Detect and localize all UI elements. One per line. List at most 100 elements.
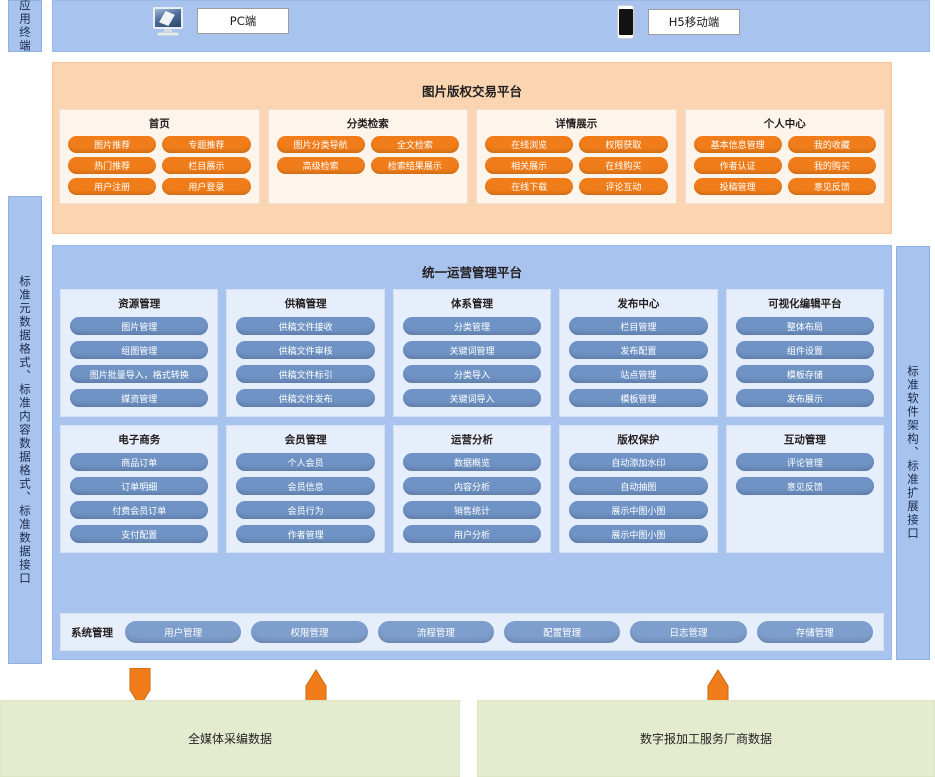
orange-feature-pill[interactable]: 评论互动 [579, 178, 668, 195]
system-management-pill[interactable]: 日志管理 [630, 621, 747, 643]
orange-feature-pill[interactable]: 热门推荐 [68, 157, 157, 174]
blue-feature-pill[interactable]: 供稿文件接收 [236, 317, 375, 335]
blue-feature-pill[interactable]: 供稿文件标引 [236, 365, 375, 383]
orange-feature-pill[interactable]: 基本信息管理 [693, 136, 782, 153]
system-management-items: 用户管理权限管理流程管理配置管理日志管理存储管理 [125, 621, 873, 643]
blue-card: 供稿管理供稿文件接收供稿文件审核供稿文件标引供稿文件发布 [226, 289, 385, 417]
blue-feature-pill[interactable]: 内容分析 [402, 477, 542, 495]
terminal-h5[interactable]: H5移动端 [617, 5, 740, 39]
rail-standards-software: 标准软件架构、标准扩展接口 [896, 246, 930, 660]
blue-card-title: 资源管理 [118, 298, 161, 310]
orange-feature-pill[interactable]: 意见反馈 [787, 178, 876, 195]
blue-card-title: 运营分析 [451, 434, 494, 446]
blue-feature-pill[interactable]: 个人会员 [236, 453, 375, 471]
blue-feature-pill[interactable]: 模板存储 [735, 365, 875, 383]
blue-feature-pill[interactable]: 组件设置 [735, 341, 875, 359]
unified-operation-management-platform: 统一运营管理平台 资源管理图片管理组图管理图片批量导入，格式转换媒资管理供稿管理… [52, 245, 892, 660]
blue-card-title: 可视化编辑平台 [768, 298, 842, 310]
blue-feature-pill[interactable]: 展示中图小图 [569, 501, 708, 519]
orange-feature-pill[interactable]: 检索结果展示 [370, 157, 459, 174]
blue-card-title: 体系管理 [451, 298, 494, 310]
blue-feature-pill[interactable]: 供稿文件发布 [236, 389, 375, 407]
blue-feature-pill[interactable]: 支付配置 [70, 525, 209, 543]
orange-feature-pill[interactable]: 高级检索 [276, 157, 365, 174]
terminal-pc-label: PC端 [197, 8, 289, 34]
blue-feature-pill[interactable]: 整体布局 [735, 317, 875, 335]
terminal-pc[interactable]: PC端 [153, 5, 289, 37]
orange-card-items: 图片分类导航全文检索高级检索检索结果展示 [276, 136, 459, 174]
blue-feature-pill[interactable]: 销售统计 [402, 501, 542, 519]
orange-feature-pill[interactable]: 在线下载 [485, 178, 574, 195]
orange-card-items: 在线浏览权限获取相关展示在线购买在线下载评论互动 [485, 136, 668, 195]
orange-feature-pill[interactable]: 图片推荐 [68, 136, 157, 153]
blue-feature-pill[interactable]: 模板管理 [569, 389, 708, 407]
blue-card: 体系管理分类管理关键词管理分类导入关键词导入 [392, 289, 552, 417]
blue-card-title: 供稿管理 [284, 298, 327, 310]
blue-feature-pill[interactable]: 用户分析 [402, 525, 542, 543]
blue-card-title: 版权保护 [617, 434, 660, 446]
blue-feature-pill[interactable]: 发布展示 [735, 389, 875, 407]
blue-feature-pill[interactable]: 自动抽图 [569, 477, 708, 495]
data-source-media: 全媒体采编数据 [0, 700, 460, 777]
blue-feature-pill[interactable]: 发布配置 [569, 341, 708, 359]
blue-card: 互动管理评论管理意见反馈 [725, 425, 885, 553]
blue-feature-pill[interactable]: 自动添加水印 [569, 453, 708, 471]
system-management-pill[interactable]: 权限管理 [251, 621, 368, 643]
orange-card-items: 图片推荐专题推荐热门推荐栏目展示用户注册用户登录 [68, 136, 251, 195]
blue-feature-pill[interactable]: 供稿文件审核 [236, 341, 375, 359]
data-source-vendor: 数字报加工服务厂商数据 [477, 700, 935, 777]
orange-feature-pill[interactable]: 专题推荐 [162, 136, 251, 153]
system-management-pill[interactable]: 流程管理 [377, 621, 494, 643]
system-management-pill[interactable]: 用户管理 [125, 621, 242, 643]
orange-feature-pill[interactable]: 在线购买 [579, 157, 668, 174]
orange-feature-pill[interactable]: 我的收藏 [787, 136, 876, 153]
system-management-label: 系统管理 [71, 626, 113, 639]
blue-card-row-1: 资源管理图片管理组图管理图片批量导入，格式转换媒资管理供稿管理供稿文件接收供稿文… [53, 281, 891, 417]
blue-feature-pill[interactable]: 栏目管理 [569, 317, 708, 335]
blue-feature-pill[interactable]: 作者管理 [236, 525, 375, 543]
orange-card-items: 基本信息管理我的收藏作者认证我的购买投稿管理意见反馈 [693, 136, 876, 195]
orange-card-row: 首页图片推荐专题推荐热门推荐栏目展示用户注册用户登录分类检索图片分类导航全文检索… [53, 100, 891, 204]
orange-feature-pill[interactable]: 栏目展示 [162, 157, 251, 174]
blue-feature-pill[interactable]: 媒资管理 [70, 389, 209, 407]
blue-feature-pill[interactable]: 图片批量导入，格式转换 [70, 365, 209, 383]
terminal-bar: PC端 H5移动端 [52, 0, 930, 52]
orange-feature-pill[interactable]: 权限获取 [579, 136, 668, 153]
blue-feature-pill[interactable]: 付费会员订单 [70, 501, 209, 519]
blue-feature-pill[interactable]: 关键词管理 [402, 341, 542, 359]
blue-feature-pill[interactable]: 展示中图小图 [569, 525, 708, 543]
orange-feature-pill[interactable]: 用户登录 [162, 178, 251, 195]
blue-feature-pill[interactable]: 图片管理 [70, 317, 209, 335]
terminal-h5-label: H5移动端 [648, 9, 740, 35]
blue-feature-pill[interactable]: 评论管理 [735, 453, 875, 471]
blue-feature-pill[interactable]: 商品订单 [70, 453, 209, 471]
orange-feature-pill[interactable]: 在线浏览 [485, 136, 574, 153]
orange-card: 首页图片推荐专题推荐热门推荐栏目展示用户注册用户登录 [59, 109, 260, 204]
blue-card-title: 互动管理 [783, 434, 826, 446]
rail-standards-software-label: 标准软件架构、标准扩展接口 [906, 365, 921, 541]
orange-feature-pill[interactable]: 投稿管理 [693, 178, 782, 195]
blue-feature-pill[interactable]: 会员行为 [236, 501, 375, 519]
blue-feature-pill[interactable]: 站点管理 [569, 365, 708, 383]
orange-feature-pill[interactable]: 全文检索 [370, 136, 459, 153]
blue-card-row-2: 电子商务商品订单订单明细付费会员订单支付配置会员管理个人会员会员信息会员行为作者… [53, 417, 891, 553]
blue-feature-pill[interactable]: 数据概览 [402, 453, 542, 471]
orange-feature-pill[interactable]: 相关展示 [485, 157, 574, 174]
blue-feature-pill[interactable]: 关键词导入 [402, 389, 542, 407]
blue-feature-pill[interactable]: 分类导入 [402, 365, 542, 383]
blue-feature-pill[interactable]: 分类管理 [402, 317, 542, 335]
blue-feature-pill[interactable]: 订单明细 [70, 477, 209, 495]
system-management-strip: 系统管理 用户管理权限管理流程管理配置管理日志管理存储管理 [60, 613, 884, 651]
blue-feature-pill[interactable]: 意见反馈 [735, 477, 875, 495]
blue-feature-pill[interactable]: 会员信息 [236, 477, 375, 495]
orange-feature-pill[interactable]: 图片分类导航 [276, 136, 365, 153]
orange-feature-pill[interactable]: 我的购买 [787, 157, 876, 174]
image-copyright-trading-platform: 图片版权交易平台 首页图片推荐专题推荐热门推荐栏目展示用户注册用户登录分类检索图… [52, 62, 892, 234]
blue-feature-pill[interactable]: 组图管理 [70, 341, 209, 359]
orange-feature-pill[interactable]: 用户注册 [68, 178, 157, 195]
system-management-pill[interactable]: 存储管理 [756, 621, 873, 643]
orange-card: 个人中心基本信息管理我的收藏作者认证我的购买投稿管理意见反馈 [684, 109, 885, 204]
orange-feature-pill[interactable]: 作者认证 [693, 157, 782, 174]
system-management-pill[interactable]: 配置管理 [503, 621, 621, 643]
